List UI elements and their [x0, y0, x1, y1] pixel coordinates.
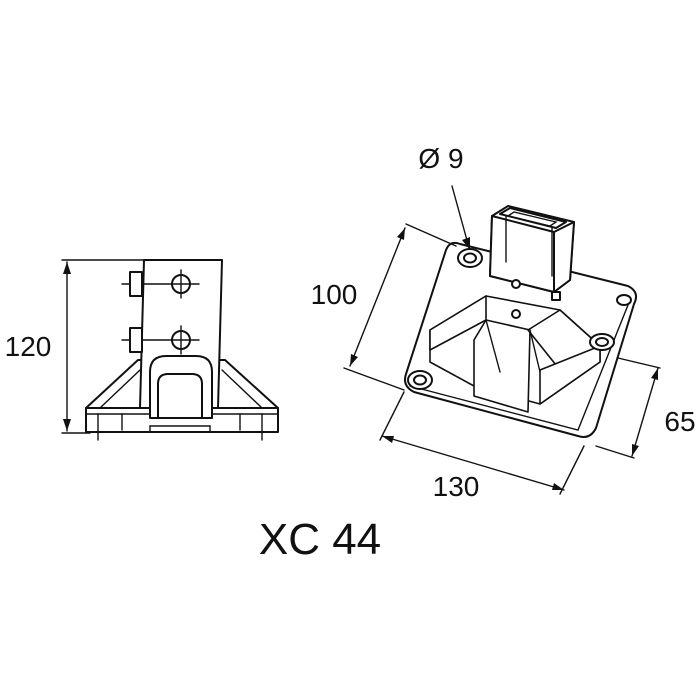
iso-width-label: 130	[433, 471, 480, 502]
side-left-rib	[85, 359, 147, 409]
iso-depth-label: 100	[311, 279, 358, 310]
side-bolt-stub-upper	[129, 271, 143, 297]
iso-post-hole-lower	[511, 309, 521, 319]
side-height-dimension	[61, 259, 146, 434]
side-right-rib	[214, 359, 279, 409]
side-height-label: 120	[5, 331, 52, 362]
iso-hole-dimension	[451, 185, 470, 250]
iso-hole-label: Ø 9	[418, 143, 463, 174]
iso-view: Ø 9 100 130 65	[311, 143, 696, 502]
iso-post-hole-upper	[511, 279, 521, 289]
iso-width-dimension	[379, 391, 585, 495]
iso-height-label: 65	[664, 406, 695, 437]
product-code: XC 44	[259, 515, 381, 564]
side-bolt-stub-lower	[129, 327, 143, 353]
iso-height-dimension	[595, 357, 661, 459]
side-view: 120	[5, 259, 279, 441]
iso-depth-dimension	[343, 223, 457, 391]
